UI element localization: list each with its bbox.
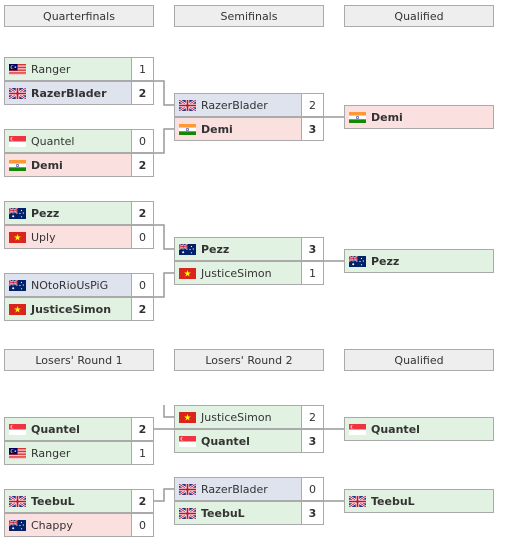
flag-icon xyxy=(178,98,197,112)
header-losers-round-1: Losers' Round 1 xyxy=(4,349,154,371)
match-qf3-player2[interactable]: Uply 0 xyxy=(4,225,154,249)
flag-icon xyxy=(179,267,196,279)
flag-icon xyxy=(349,423,366,435)
player-name: Pezz xyxy=(31,206,60,220)
player-name: JusticeSimon xyxy=(201,410,272,424)
match-lr2b-player1[interactable]: RazerBlader 0 xyxy=(174,477,324,501)
flag-icon xyxy=(9,159,26,171)
player-score: 2 xyxy=(131,154,153,176)
player-score: 2 xyxy=(301,406,323,428)
flag-icon xyxy=(9,63,26,75)
player-name: TeebuL xyxy=(31,494,75,508)
player-name: Ranger xyxy=(31,446,71,460)
player-name: Demi xyxy=(371,110,403,124)
match-qf1-player1[interactable]: Ranger 1 xyxy=(4,57,154,81)
player-name: Chappy xyxy=(31,518,73,532)
flag-icon xyxy=(178,482,197,496)
flag-icon xyxy=(178,506,197,520)
player-score: 3 xyxy=(301,430,323,452)
player-name: Quantel xyxy=(371,422,420,436)
header-semifinals: Semifinals xyxy=(174,5,324,27)
match-lr1b-player1[interactable]: TeebuL 2 xyxy=(4,489,154,513)
player-score: 2 xyxy=(131,418,153,440)
match-sf1-player1[interactable]: RazerBlader 2 xyxy=(174,93,324,117)
match-sf2-player2[interactable]: JusticeSimon 1 xyxy=(174,261,324,285)
player-name: Demi xyxy=(201,122,233,136)
flag-icon xyxy=(179,123,196,135)
flag-icon xyxy=(8,278,26,291)
player-score: 1 xyxy=(301,262,323,284)
player-score: 2 xyxy=(131,202,153,224)
match-lr2b-player2[interactable]: TeebuL 3 xyxy=(174,501,324,525)
player-score: 0 xyxy=(131,514,153,536)
header-qualified-upper: Qualified xyxy=(344,5,494,27)
flag-icon xyxy=(9,231,26,243)
match-lr2a-player2[interactable]: Quantel 3 xyxy=(174,429,324,453)
match-qf4-player2[interactable]: JusticeSimon 2 xyxy=(4,297,154,321)
qualified-slot-1[interactable]: Demi xyxy=(344,105,494,129)
player-name: RazerBlader xyxy=(201,482,268,496)
player-name: TeebuL xyxy=(371,494,415,508)
player-name: NOtoRioUsPiG xyxy=(31,278,109,292)
player-score: 0 xyxy=(131,130,153,152)
player-name: Pezz xyxy=(201,242,230,256)
flag-icon xyxy=(8,518,26,531)
player-name: Quantel xyxy=(201,434,250,448)
flag-icon xyxy=(9,135,26,147)
player-score: 0 xyxy=(131,226,153,248)
player-score: 3 xyxy=(301,118,323,140)
flag-icon xyxy=(9,423,26,435)
qualified-slot-3[interactable]: Quantel xyxy=(344,417,494,441)
flag-icon xyxy=(179,411,196,423)
player-name: RazerBlader xyxy=(201,98,268,112)
player-name: Ranger xyxy=(31,62,71,76)
flag-icon xyxy=(9,447,26,459)
match-qf1-player2[interactable]: RazerBlader 2 xyxy=(4,81,154,105)
player-name: JusticeSimon xyxy=(31,302,112,316)
player-score: 2 xyxy=(131,298,153,320)
match-lr1b-player2[interactable]: Chappy 0 xyxy=(4,513,154,537)
flag-icon xyxy=(9,303,26,315)
player-score: 1 xyxy=(131,442,153,464)
flag-icon xyxy=(178,242,196,255)
player-name: Quantel xyxy=(31,422,80,436)
flag-icon xyxy=(8,206,26,219)
match-sf1-player2[interactable]: Demi 3 xyxy=(174,117,324,141)
player-score: 1 xyxy=(131,58,153,80)
player-name: Uply xyxy=(31,230,56,244)
match-lr2a-player1[interactable]: JusticeSimon 2 xyxy=(174,405,324,429)
qualified-slot-2[interactable]: Pezz xyxy=(344,249,494,273)
player-score: 3 xyxy=(301,502,323,524)
flag-icon xyxy=(348,254,366,267)
flag-icon xyxy=(8,494,27,508)
match-lr1a-player2[interactable]: Ranger 1 xyxy=(4,441,154,465)
header-qualified-lower: Qualified xyxy=(344,349,494,371)
player-score: 3 xyxy=(301,238,323,260)
match-qf4-player1[interactable]: NOtoRioUsPiG 0 xyxy=(4,273,154,297)
player-score: 0 xyxy=(301,478,323,500)
header-quarterfinals: Quarterfinals xyxy=(4,5,154,27)
match-qf3-player1[interactable]: Pezz 2 xyxy=(4,201,154,225)
player-score: 0 xyxy=(131,274,153,296)
flag-icon xyxy=(179,435,196,447)
flag-icon xyxy=(348,494,367,508)
flag-icon xyxy=(8,86,27,100)
player-score: 2 xyxy=(301,94,323,116)
player-name: JusticeSimon xyxy=(201,266,272,280)
match-qf2-player1[interactable]: Quantel 0 xyxy=(4,129,154,153)
player-name: Demi xyxy=(31,158,63,172)
player-name: Pezz xyxy=(371,254,400,268)
player-score: 2 xyxy=(131,490,153,512)
qualified-slot-4[interactable]: TeebuL xyxy=(344,489,494,513)
match-qf2-player2[interactable]: Demi 2 xyxy=(4,153,154,177)
match-sf2-player1[interactable]: Pezz 3 xyxy=(174,237,324,261)
player-name: Quantel xyxy=(31,134,75,148)
header-losers-round-2: Losers' Round 2 xyxy=(174,349,324,371)
player-score: 2 xyxy=(131,82,153,104)
player-name: TeebuL xyxy=(201,506,245,520)
match-lr1a-player1[interactable]: Quantel 2 xyxy=(4,417,154,441)
flag-icon xyxy=(349,111,366,123)
player-name: RazerBlader xyxy=(31,86,107,100)
